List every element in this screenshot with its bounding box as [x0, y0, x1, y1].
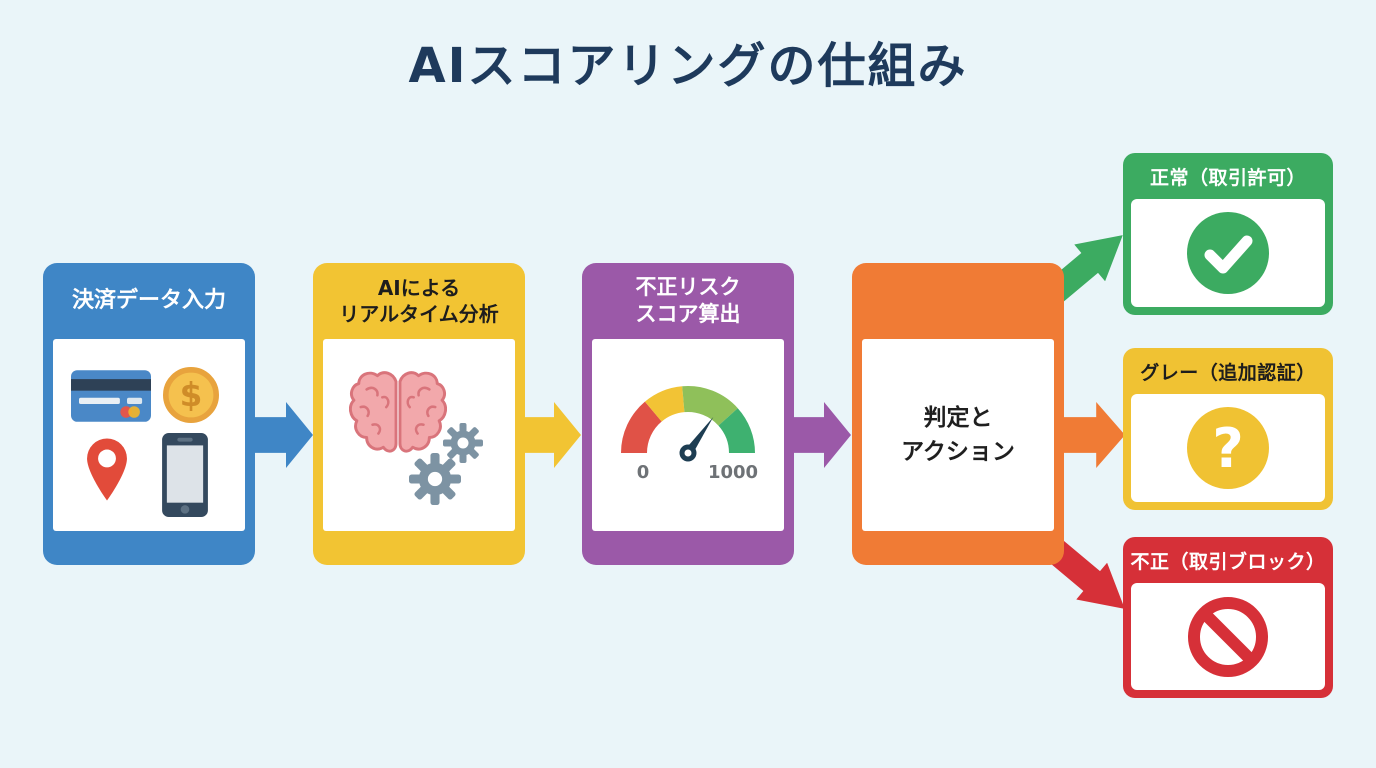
dollar-glyph: $ — [180, 376, 203, 414]
stage-panel — [862, 339, 1054, 531]
stage-payment-data-input: 決済データ入力 $ — [43, 263, 255, 565]
stage-header-line: リアルタイム分析 — [339, 302, 499, 326]
stage-header — [852, 263, 1064, 339]
gear-large-icon — [409, 453, 461, 505]
outcome-label: 正常（取引許可） — [1149, 166, 1306, 189]
score-gauge-icon: 0 1000 — [620, 386, 758, 481]
outcome-panel — [1131, 583, 1325, 690]
stage-body-text: 判定と アクション — [862, 339, 1054, 531]
credit-card-icon — [71, 370, 151, 422]
outcome-additional-auth-card: グレー（追加認証） ? — [1123, 348, 1333, 510]
gear-small-icon — [443, 423, 483, 463]
location-pin-icon — [87, 438, 127, 501]
stage-header-line: 不正リスク — [635, 274, 741, 299]
stage-fraud-risk-score: 不正リスク スコア算出 0 1000 — [582, 263, 794, 565]
stage-header-line: スコア算出 — [635, 302, 741, 326]
stage-panel: 0 1000 — [592, 339, 784, 531]
outcome-panel — [1131, 199, 1325, 307]
outcome-label: グレー（追加認証） — [1140, 361, 1316, 384]
gauge-max-label: 1000 — [708, 462, 758, 481]
flow-arrow-blue — [253, 402, 313, 468]
flow-arrow-yellow — [521, 402, 581, 468]
stage-ai-realtime-analysis: AIによる リアルタイム分析 — [313, 263, 525, 565]
stage-header: 決済データ入力 — [43, 263, 255, 339]
outcome-label: 不正（取引ブロック） — [1130, 550, 1326, 573]
smartphone-icon — [162, 433, 208, 517]
flow-arrow-purple — [791, 402, 851, 468]
stage-body-line: 判定と — [923, 404, 993, 431]
page-title: AIスコアリングの仕組み — [408, 38, 968, 94]
stage-body-line: アクション — [901, 439, 1015, 465]
prohibition-icon — [1188, 596, 1268, 677]
question-glyph: ? — [1212, 416, 1244, 480]
stage-header: AIによる リアルタイム分析 — [313, 263, 525, 339]
outcome-approve-card: 正常（取引許可） — [1123, 153, 1333, 315]
stage-panel — [323, 339, 515, 531]
stage-decision-action: 判定と アクション — [852, 263, 1064, 565]
question-circle-icon: ? — [1187, 407, 1269, 489]
stage-header-line: 決済データ入力 — [71, 287, 226, 313]
stage-header-line: AIによる — [377, 276, 461, 300]
brain-icon — [349, 371, 447, 453]
branch-arrow-additional-auth — [1061, 402, 1125, 468]
check-circle-icon — [1187, 212, 1269, 294]
outcome-block-card: 不正（取引ブロック） — [1123, 537, 1333, 698]
dollar-coin-icon: $ — [163, 367, 219, 423]
gauge-min-label: 0 — [637, 462, 650, 481]
stage-header: 不正リスク スコア算出 — [582, 263, 794, 339]
outcome-panel: ? — [1131, 394, 1325, 502]
stage-panel: $ — [53, 339, 245, 531]
